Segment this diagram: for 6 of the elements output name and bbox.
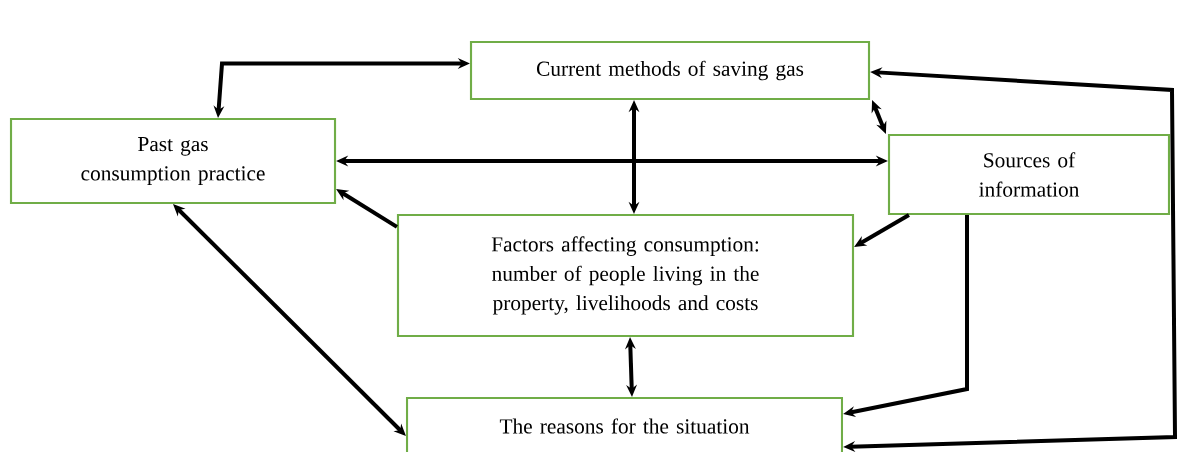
text-box: Sources of information — [887, 133, 1171, 216]
text-box: The reasons for the situation — [405, 396, 844, 452]
text-box: Past gas consumption practice — [9, 117, 337, 205]
text-box: Factors affecting consumption: number of people living in the property, livelihoods and costs — [396, 213, 855, 338]
text-box: Current methods of saving gas — [469, 40, 871, 101]
arrow — [173, 204, 406, 436]
